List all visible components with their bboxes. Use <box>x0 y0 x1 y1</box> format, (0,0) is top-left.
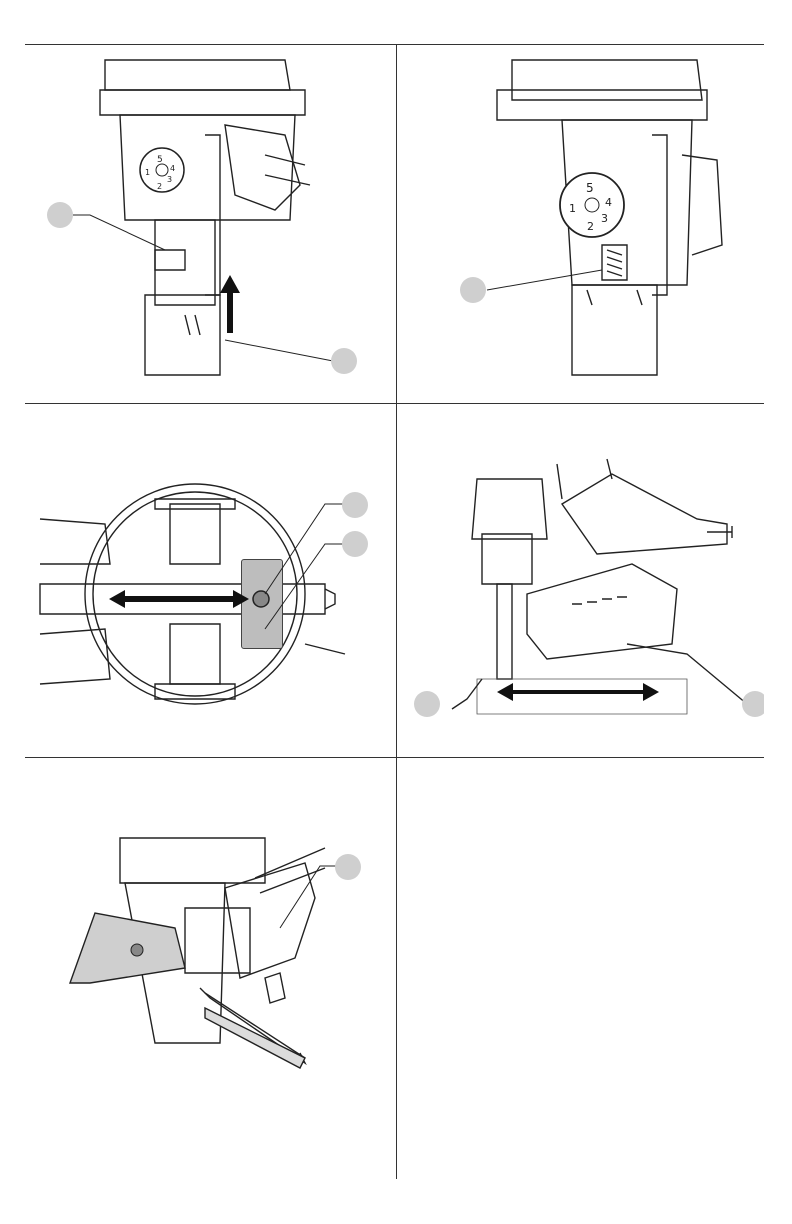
callout-marker <box>342 531 368 557</box>
nailer-in-hand-illustration <box>397 404 764 757</box>
figure-hand-holding-nailer <box>397 404 764 757</box>
callout-leader-lines <box>25 404 396 757</box>
figure-jam-clearing <box>25 758 396 1179</box>
figure-nose-close-up: 5 4 3 2 1 <box>25 45 396 403</box>
callout-marker <box>414 691 440 717</box>
callout-marker <box>335 854 361 880</box>
figure-magazine-top-view <box>25 404 396 757</box>
callout-marker <box>47 202 73 228</box>
double-arrow-icon <box>497 683 659 701</box>
callout-marker <box>331 348 357 374</box>
callout-marker <box>742 691 764 717</box>
callout-marker <box>460 277 486 303</box>
callout-leader-lines <box>397 45 764 403</box>
empty-panel <box>397 758 764 1179</box>
callout-leader-lines <box>25 758 396 1179</box>
figure-depth-dial-close-up: 5 4 3 2 1 <box>397 45 764 403</box>
callout-marker <box>342 492 368 518</box>
